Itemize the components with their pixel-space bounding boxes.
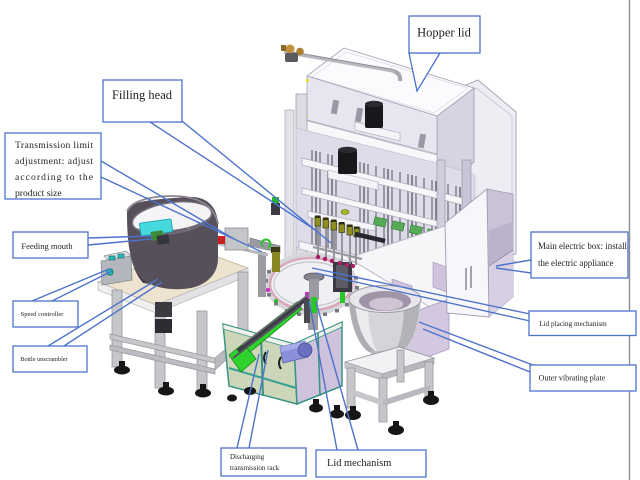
svg-text:Speed controller: Speed controller [21, 311, 65, 318]
svg-text:Lid placing mechanism: Lid placing mechanism [539, 320, 607, 328]
svg-text:Discharging: Discharging [230, 453, 265, 461]
svg-text:Transmission limit: Transmission limit [15, 140, 93, 151]
svg-text:adjustment: adjust: adjustment: adjust [15, 156, 93, 167]
svg-text:transmission rack: transmission rack [230, 464, 280, 472]
svg-text:Lid mechanism: Lid mechanism [327, 458, 391, 469]
svg-text:Main electric box: install: Main electric box: install [538, 241, 628, 251]
svg-text:Outer vibrating plate: Outer vibrating plate [539, 374, 606, 383]
svg-text:product size: product size [15, 188, 62, 199]
svg-text:Hopper lid: Hopper lid [417, 26, 472, 40]
svg-text:Filling head: Filling head [112, 88, 173, 102]
svg-text:Feeding mouth: Feeding mouth [21, 241, 73, 251]
svg-text:Bottle unscrambler: Bottle unscrambler [20, 356, 67, 363]
svg-text:the electric appliance: the electric appliance [538, 258, 613, 268]
svg-text:according to the: according to the [15, 172, 93, 183]
